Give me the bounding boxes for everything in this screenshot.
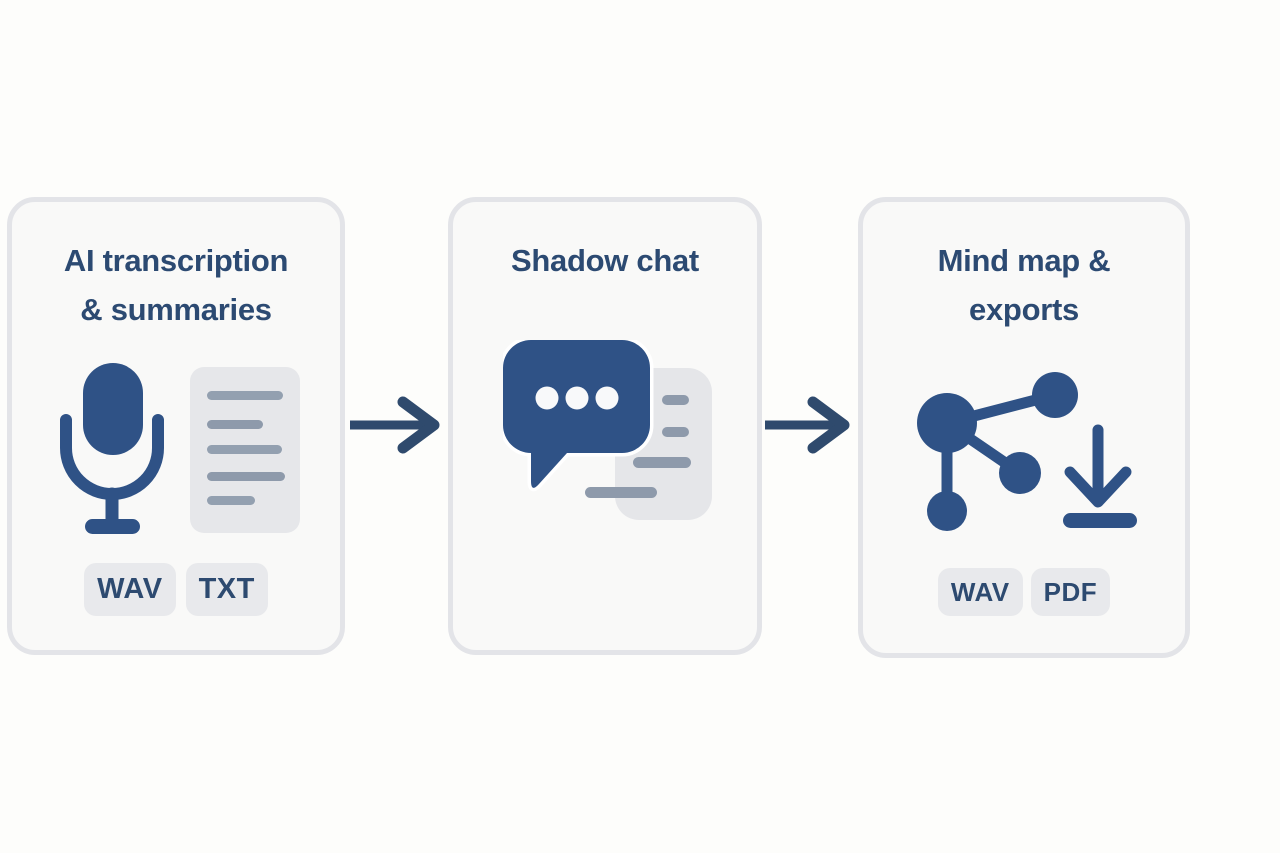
typing-dot (565, 386, 589, 410)
transcript-document-icon (190, 367, 300, 533)
typing-dot (535, 386, 559, 410)
arrow-right-icon (765, 396, 850, 454)
card-title-shadow-chat: Shadow chat (511, 243, 699, 278)
download-icon (1063, 424, 1137, 528)
arrow-right-icon (350, 396, 440, 454)
chat-bubble-icon (503, 340, 654, 492)
mind-map-icon (917, 372, 1078, 531)
format-badge-row: WAV PDF (863, 568, 1185, 616)
transcription-illustration (60, 363, 300, 534)
card-title-ai-transcription: AI transcription & summaries (63, 243, 289, 327)
format-badge-txt: TXT (185, 563, 268, 616)
format-badge-row: WAV TXT (12, 563, 340, 616)
card-shadow-chat: Shadow chat (448, 197, 762, 655)
microphone-icon (60, 363, 164, 534)
shadow-chat-illustration (503, 340, 712, 520)
mindmap-export-illustration (917, 372, 1137, 531)
card-title-mindmap-exports: Mind map & exports (937, 243, 1111, 327)
format-badge-pdf: PDF (1030, 568, 1111, 616)
typing-dot (595, 386, 619, 410)
card-mindmap-exports: Mind map & exports WAV PDF (858, 197, 1190, 658)
format-badge-wav: WAV (84, 563, 176, 616)
card-ai-transcription: AI transcription & summaries WAV TXT (7, 197, 345, 655)
format-badge-wav: WAV (937, 568, 1023, 616)
